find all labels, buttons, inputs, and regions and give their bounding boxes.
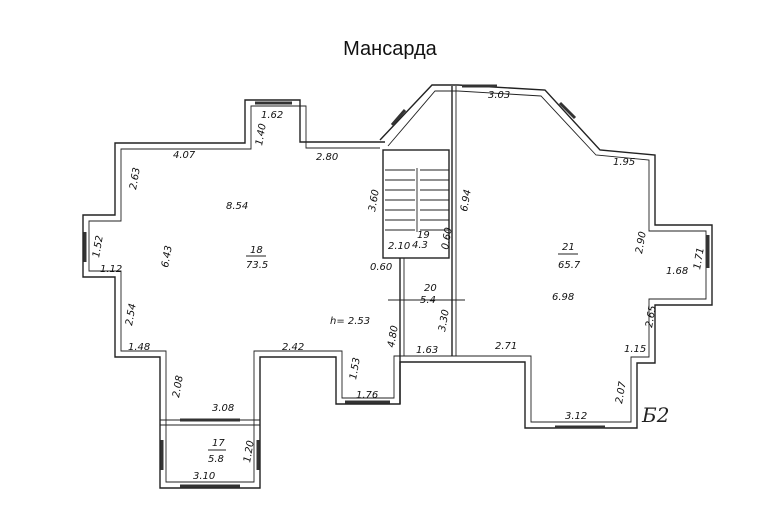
dimension: 3.30 <box>437 309 452 333</box>
dimension: 1.62 <box>261 110 283 121</box>
plan-title: Мансарда <box>343 38 437 60</box>
dimension: 2.90 <box>634 231 649 255</box>
section-mark: Б2 <box>641 403 669 427</box>
dimension: 4.07 <box>173 150 196 161</box>
room-21-number: 21 <box>562 242 575 253</box>
dimension: 2.42 <box>282 342 304 353</box>
dimension: 3.10 <box>193 471 215 482</box>
dimension: 8.54 <box>226 201 248 212</box>
dimension: 0.60 <box>440 227 455 251</box>
ceiling-height-label: h= 2.53 <box>330 316 370 327</box>
dimension-labels: 1.62 1.40 4.07 2.80 2.63 8.54 3.60 6.43 … <box>91 90 707 482</box>
room-21-area: 65.7 <box>558 260 581 271</box>
dimension: 3.60 <box>367 189 382 213</box>
dimension: 2.71 <box>495 341 517 352</box>
dimension: 1.68 <box>666 266 688 277</box>
dimension: 1.71 <box>692 247 707 271</box>
dimension: 2.07 <box>614 380 629 404</box>
dimension: 2.63 <box>128 167 143 191</box>
outer-wall <box>82 84 713 489</box>
dimension: 3.08 <box>212 403 234 414</box>
dimension: 2.08 <box>171 375 186 399</box>
dimension: 2.10 <box>388 241 410 252</box>
room-20-number: 20 <box>424 283 437 294</box>
dimension: 1.12 <box>100 264 122 275</box>
dimension: 6.43 <box>160 245 175 269</box>
dimension: 1.20 <box>242 440 257 464</box>
outer-wall-inner <box>88 90 707 483</box>
room-20-area: 5.4 <box>420 295 436 306</box>
dimension: 2.80 <box>316 152 338 163</box>
dimension: 1.53 <box>348 357 363 381</box>
dimension: 1.76 <box>356 390 378 401</box>
dimension: 2.54 <box>124 303 139 327</box>
dimension: 2.65 <box>644 305 659 329</box>
dimension: 1.48 <box>128 342 150 353</box>
staircase <box>382 149 450 259</box>
dimension: 1.52 <box>91 235 106 259</box>
dimension: 6.98 <box>552 292 574 303</box>
room-19-number: 19 <box>417 230 430 241</box>
dimension: 1.95 <box>613 157 635 168</box>
dimension: 4.80 <box>386 325 401 349</box>
room-17-number: 17 <box>212 438 225 449</box>
room-19-area: 4.3 <box>412 240 428 251</box>
room-17-area: 5.8 <box>208 454 224 465</box>
room-18-area: 73.5 <box>246 260 268 271</box>
dimension: 0.60 <box>370 262 392 273</box>
windows <box>83 84 710 488</box>
dimension: 6.94 <box>459 189 474 213</box>
dimension: 1.15 <box>624 344 646 355</box>
dimension: 1.40 <box>254 123 269 147</box>
room-18-number: 18 <box>250 245 263 256</box>
dimension: 3.12 <box>565 411 587 422</box>
dimension: 1.63 <box>416 345 438 356</box>
stair-steps <box>385 168 449 232</box>
dimension: 3.03 <box>488 90 510 101</box>
